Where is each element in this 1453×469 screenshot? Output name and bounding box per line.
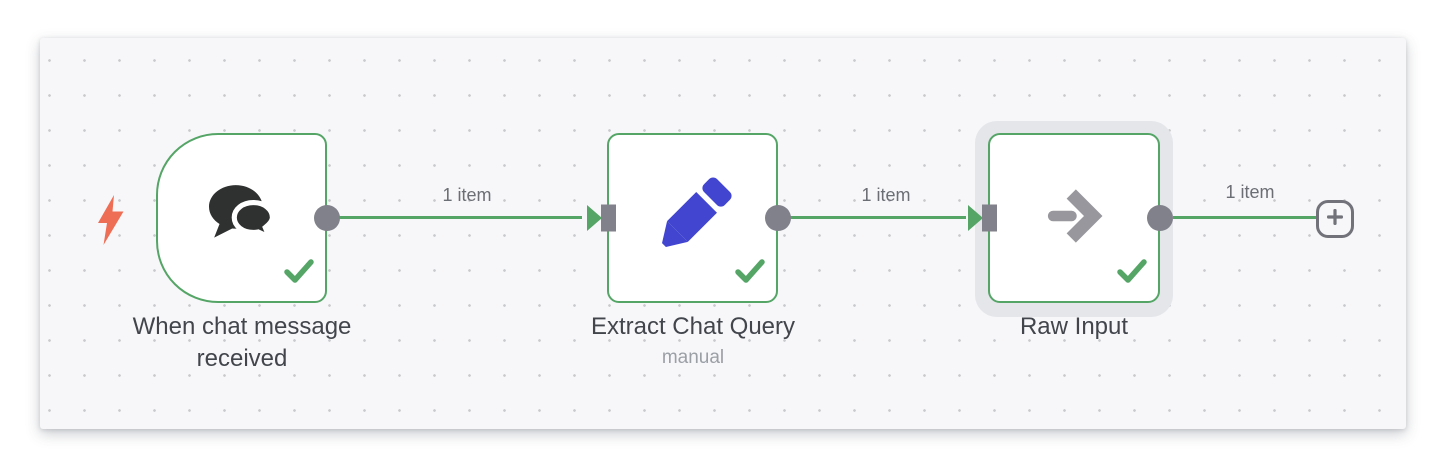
connection-line[interactable]: [1164, 216, 1318, 219]
connection-items-label: 1 item: [442, 185, 492, 205]
pencil-icon: [649, 172, 737, 265]
node-title: Extract Chat Query: [590, 313, 796, 340]
node-caption: When chat message received: [102, 311, 382, 375]
connection-items-label: 1 item: [861, 185, 911, 205]
node-title: Raw Input: [1019, 313, 1129, 340]
success-check-icon: [284, 258, 314, 289]
connection-items-label: 1 item: [1225, 182, 1275, 202]
add-node-button[interactable]: [1316, 200, 1354, 238]
node-extract-chat-query[interactable]: [587, 133, 791, 303]
chat-bubbles-icon: [204, 183, 280, 254]
output-connector[interactable]: [314, 205, 340, 231]
output-connector[interactable]: [765, 205, 791, 231]
node-caption: Extract Chat Query manual: [553, 311, 833, 370]
plus-icon: [1326, 208, 1344, 231]
node-caption: Raw Input: [934, 311, 1214, 343]
node-subtitle: manual: [661, 347, 725, 368]
workflow-canvas[interactable]: 1 item 1 item 1 item: [40, 38, 1406, 429]
arrow-right-icon: [1041, 183, 1107, 254]
connection-line[interactable]: [330, 216, 582, 219]
success-check-icon: [735, 258, 765, 289]
input-arrow-icon: [587, 205, 602, 231]
output-connector[interactable]: [1147, 205, 1173, 231]
node-when-chat-message-received[interactable]: [156, 133, 340, 303]
node-raw-input[interactable]: [968, 133, 1173, 303]
input-arrow-icon: [968, 205, 983, 231]
success-check-icon: [1117, 258, 1147, 289]
input-connector[interactable]: [982, 204, 997, 232]
connection-line[interactable]: [780, 216, 966, 219]
node-title: When chat message received: [132, 313, 352, 372]
lightning-bolt-icon: [97, 195, 124, 250]
input-connector[interactable]: [601, 204, 616, 232]
